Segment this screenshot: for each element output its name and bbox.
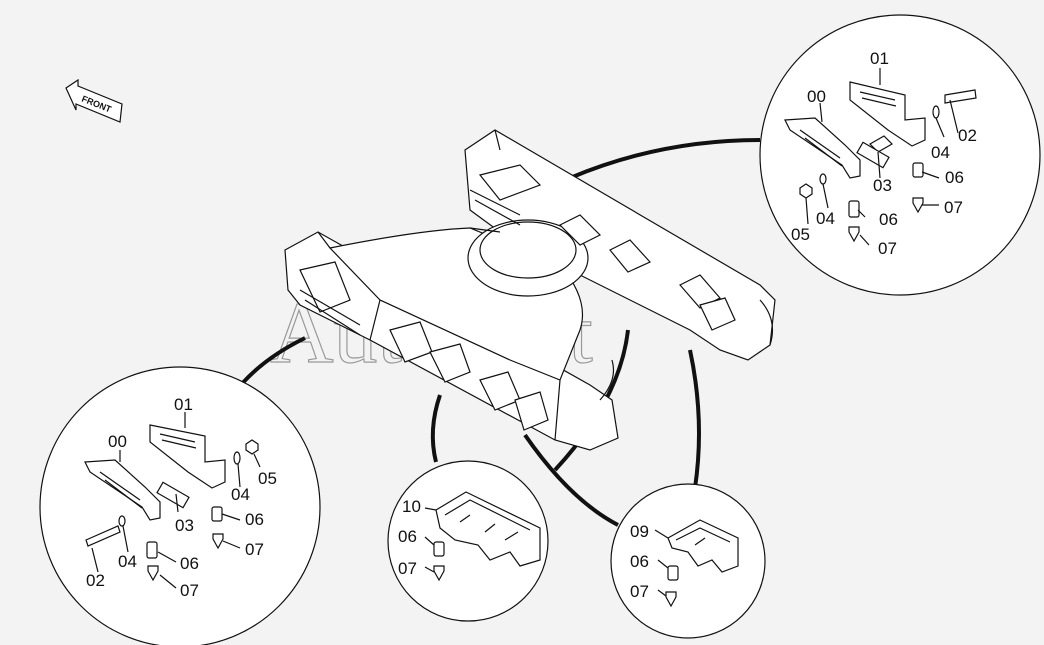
- track-frame: [284, 129, 776, 451]
- callout-label: 09: [630, 522, 649, 541]
- callout-label: 04: [931, 143, 950, 162]
- callout-label: 07: [944, 198, 963, 217]
- callout-label: 00: [807, 87, 826, 106]
- front-arrow-icon: FRONT: [65, 78, 123, 123]
- callout-label: 06: [180, 554, 199, 573]
- detail-circle-bottom-left: 01 00 05 04 03 06 04 06 07 02 07: [39, 366, 321, 645]
- callout-label: 03: [873, 176, 892, 195]
- callout-label: 05: [258, 469, 277, 488]
- callout-label: 04: [231, 485, 250, 504]
- callout-label: 04: [118, 552, 137, 571]
- detail-circle-top-right: 01 00 02 04 03 06 05 04 06 07 07: [759, 14, 1041, 296]
- callout-label: 01: [870, 49, 889, 68]
- callout-label: 06: [245, 510, 264, 529]
- callout-label: 00: [108, 432, 127, 451]
- callout-label: 03: [175, 516, 194, 535]
- callout-label: 05: [791, 225, 810, 244]
- detail-circle-bottom-right: 09 06 07: [610, 483, 766, 639]
- callout-label: 02: [958, 126, 977, 145]
- callout-label: 06: [879, 210, 898, 229]
- callout-label: 07: [245, 540, 264, 559]
- callout-label: 02: [86, 571, 105, 590]
- callout-label: 04: [816, 209, 835, 228]
- callout-label: 06: [398, 527, 417, 546]
- callout-label: 06: [630, 552, 649, 571]
- callout-label: 07: [630, 582, 649, 601]
- callout-label: 10: [402, 497, 421, 516]
- callout-label: 07: [180, 581, 199, 600]
- callout-label: 07: [878, 239, 897, 258]
- detail-circle-bottom-center: 10 06 07: [387, 460, 549, 622]
- callout-label: 07: [398, 559, 417, 578]
- callout-label: 06: [945, 168, 964, 187]
- callout-label: 01: [174, 395, 193, 414]
